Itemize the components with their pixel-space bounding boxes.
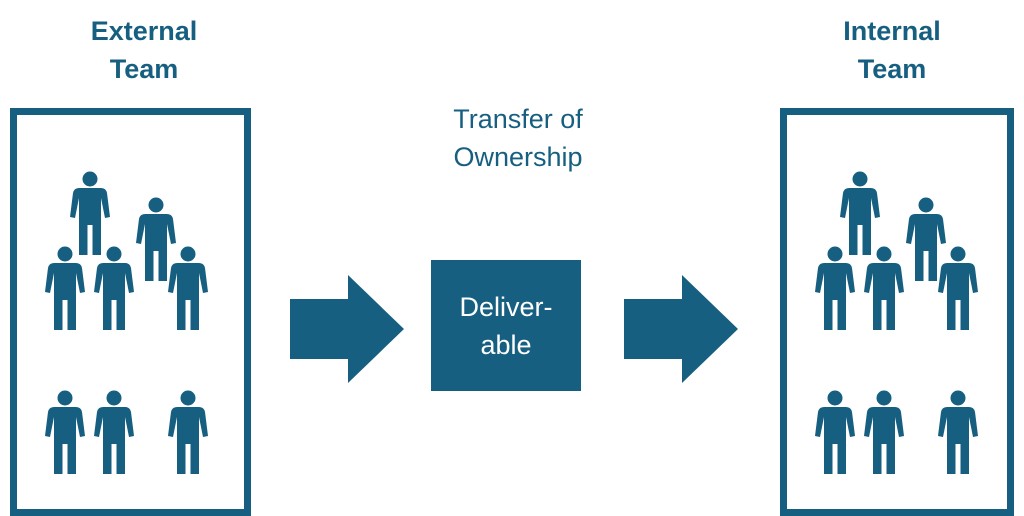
external-team-box <box>10 108 251 516</box>
person-icon <box>938 246 978 330</box>
internal-team-box <box>780 108 1014 516</box>
external-team-title-line2: Team <box>109 54 179 84</box>
transfer-of-ownership-label: Transfer of Ownership <box>418 100 618 176</box>
person-icon <box>94 246 134 330</box>
right-arrow-icon <box>290 275 404 383</box>
person-icon <box>45 390 85 474</box>
external-team-title: External Team <box>24 12 264 88</box>
person-icon <box>938 390 978 474</box>
deliverable-box: Deliver- able <box>431 260 581 391</box>
person-icon <box>864 246 904 330</box>
right-arrow-icon <box>624 275 738 383</box>
internal-team-title-line1: Internal <box>843 16 941 46</box>
deliverable-line2: able <box>480 329 532 360</box>
person-icon <box>70 171 110 255</box>
person-icon <box>94 390 134 474</box>
person-icon <box>815 246 855 330</box>
external-team-title-line1: External <box>90 16 198 46</box>
deliverable-line1: Deliver- <box>459 291 553 322</box>
person-icon <box>864 390 904 474</box>
transfer-label-line2: Ownership <box>453 142 583 172</box>
internal-team-title: Internal Team <box>772 12 1012 88</box>
person-icon <box>45 246 85 330</box>
person-icon <box>168 246 208 330</box>
person-icon <box>815 390 855 474</box>
internal-team-title-line2: Team <box>857 54 927 84</box>
person-icon <box>840 171 880 255</box>
transfer-label-line1: Transfer of <box>453 104 583 134</box>
person-icon <box>168 390 208 474</box>
